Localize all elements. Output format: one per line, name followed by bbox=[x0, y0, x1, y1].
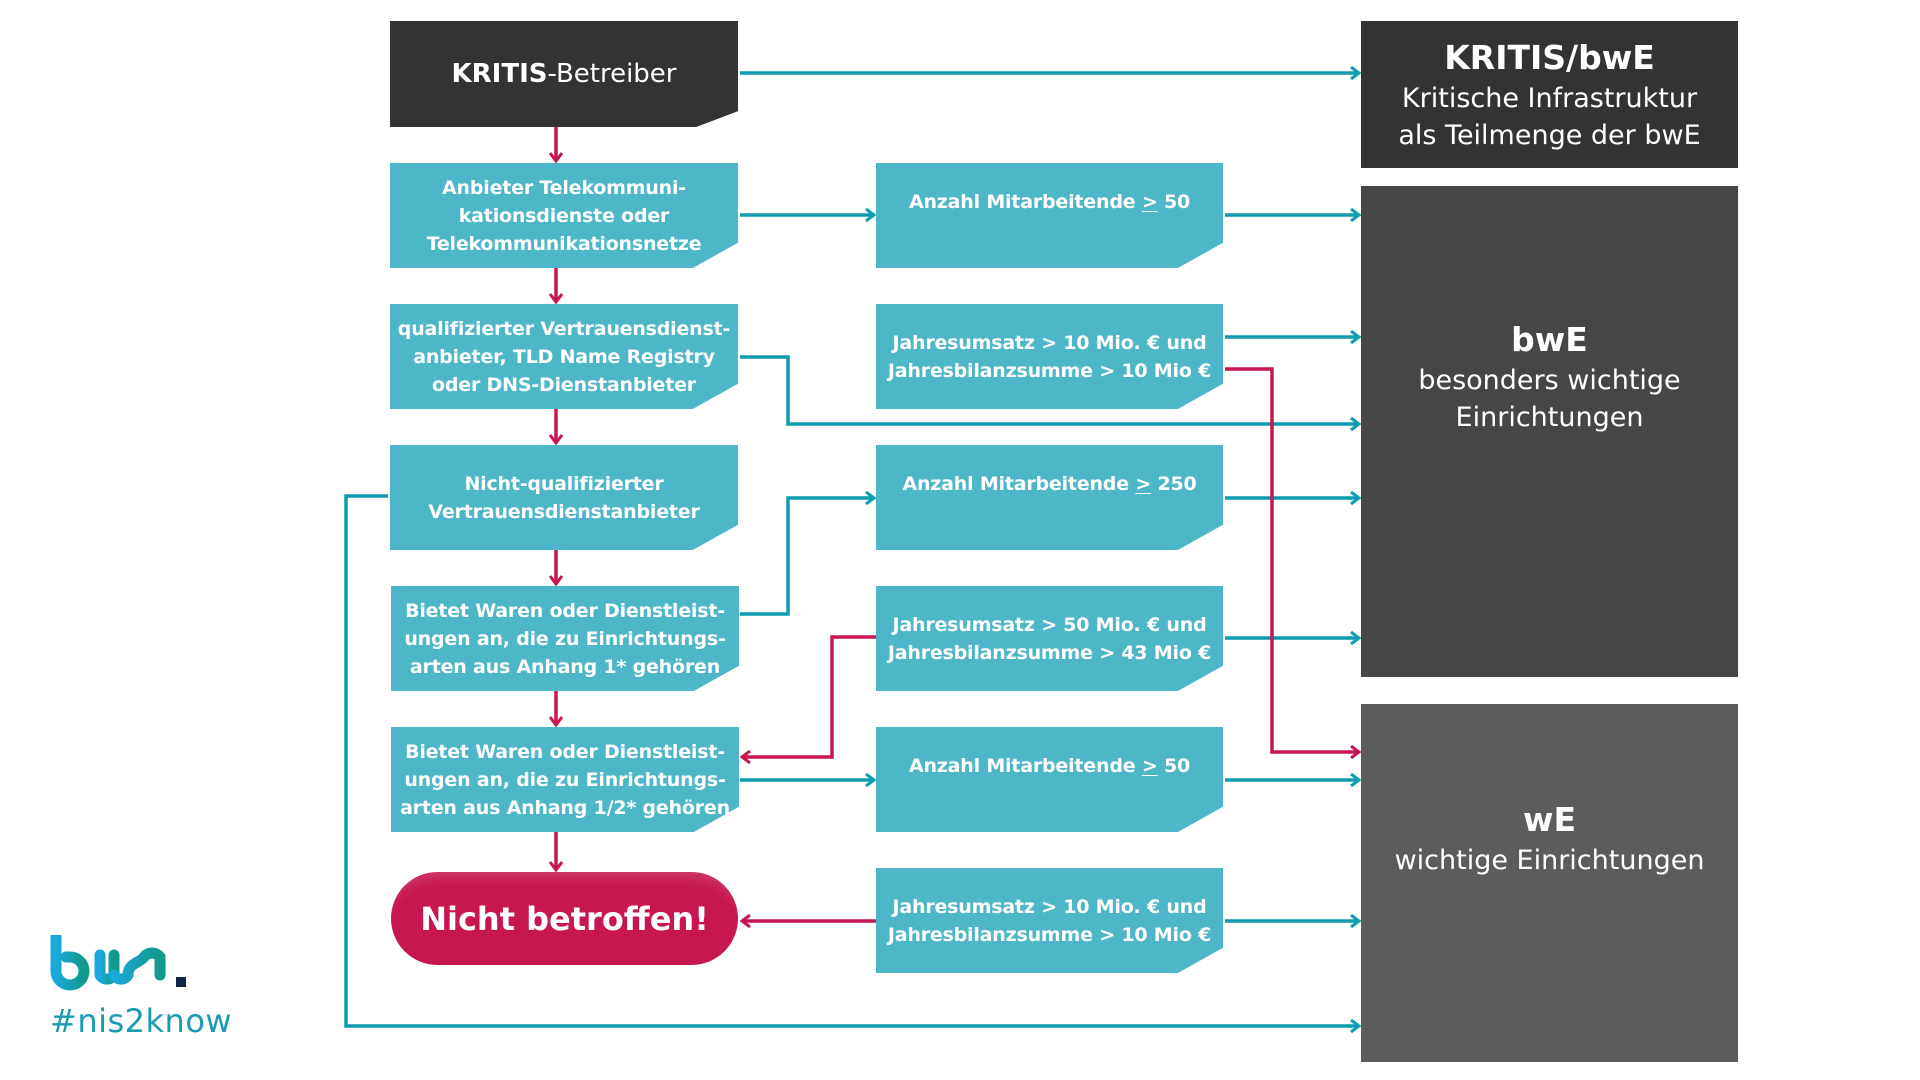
box-value: 250 bbox=[1151, 472, 1197, 495]
telecom-provider-box: Anbieter Telekommuni-kationsdienste oder… bbox=[390, 163, 738, 268]
box-line: arten aus Anhang 1* gehören bbox=[409, 655, 721, 678]
employees-50b-box: Anzahl Mitarbeitende > 50 bbox=[876, 727, 1223, 832]
box-line: Vertrauensdienstanbieter bbox=[428, 500, 700, 523]
qualified-trust-provider-box: qualifizierter Vertrauensdienst-anbieter… bbox=[390, 304, 738, 409]
box-line: anbieter, TLD Name Registry bbox=[413, 345, 715, 368]
employees-250-box: Anzahl Mitarbeitende > 250 bbox=[876, 445, 1223, 550]
gte-symbol: > bbox=[1141, 754, 1158, 777]
kritis-operator-rest: -Betreiber bbox=[547, 59, 677, 89]
box-line: ungen an, die zu Einrichtungs- bbox=[404, 768, 726, 791]
box-line: Jahresumsatz > 10 Mio. € und bbox=[892, 331, 1207, 354]
kritis-operator-bold: KRITIS bbox=[451, 59, 548, 89]
annex1-box: Bietet Waren oder Dienstleist-ungen an, … bbox=[391, 586, 739, 691]
box-line: Bietet Waren oder Dienstleist- bbox=[405, 599, 725, 622]
category-desc: wichtige Einrichtungen bbox=[1394, 844, 1705, 876]
bis-logo bbox=[50, 935, 186, 991]
category-title: wE bbox=[1522, 799, 1577, 839]
box-line: Jahresbilanzsumme > 10 Mio € bbox=[887, 359, 1212, 382]
box-line: Jahresumsatz > 10 Mio. € und bbox=[892, 895, 1207, 918]
category-desc: Kritische Infrastruktur bbox=[1401, 82, 1698, 114]
category-desc: besonders wichtige bbox=[1418, 364, 1681, 396]
box-value: 50 bbox=[1157, 190, 1191, 213]
employees-50-box: Anzahl Mitarbeitende > 50 bbox=[876, 163, 1223, 268]
box-line: Bietet Waren oder Dienstleist- bbox=[405, 740, 725, 763]
not-affected-label: Nicht betroffen! bbox=[420, 899, 709, 938]
box-line: Telekommunikationsnetze bbox=[426, 232, 702, 255]
box-line: Jahresumsatz > 50 Mio. € und bbox=[892, 613, 1207, 636]
box-line: Anzahl Mitarbeitende bbox=[908, 754, 1142, 777]
gte-symbol: > bbox=[1135, 472, 1152, 495]
we-category: wE wichtige Einrichtungen bbox=[1361, 704, 1738, 1062]
arrow-turnover10-to-we-pink bbox=[1225, 367, 1359, 752]
box-line: arten aus Anhang 1/2* gehören bbox=[400, 796, 730, 819]
box-line: Anbieter Telekommuni- bbox=[442, 176, 686, 199]
box-line: Anzahl Mitarbeitende bbox=[902, 472, 1136, 495]
box-line: Jahresbilanzsumme > 43 Mio € bbox=[887, 641, 1212, 664]
box-line: Jahresbilanzsumme > 10 Mio € bbox=[887, 923, 1212, 946]
box-line: Anzahl Mitarbeitende bbox=[908, 190, 1142, 213]
category-title: KRITIS/bwE bbox=[1444, 37, 1655, 77]
category-desc: als Teilmenge der bwE bbox=[1398, 119, 1701, 151]
category-desc: Einrichtungen bbox=[1455, 401, 1644, 433]
bwe-category: bwE besonders wichtige Einrichtungen bbox=[1361, 186, 1738, 677]
arrow-annex1-to-employees250 bbox=[740, 498, 874, 616]
box-value: 50 bbox=[1157, 754, 1191, 777]
annex12-box: Bietet Waren oder Dienstleist-ungen an, … bbox=[391, 727, 739, 832]
gte-symbol: > bbox=[1141, 190, 1158, 213]
not-affected-box: Nicht betroffen! bbox=[391, 872, 738, 965]
box-line: qualifizierter Vertrauensdienst- bbox=[397, 317, 731, 340]
kritis-operator-box: KRITIS-Betreiber bbox=[390, 21, 738, 127]
arrow-nonqualified-to-we bbox=[344, 494, 1359, 1026]
kritis-bwe-category: KRITIS/bwE Kritische Infrastruktur als T… bbox=[1361, 21, 1738, 168]
hashtag-nis2know: #nis2know bbox=[50, 1002, 233, 1040]
category-title: bwE bbox=[1511, 319, 1588, 359]
box-line: oder DNS-Dienstanbieter bbox=[432, 373, 696, 396]
box-line: kationsdienste oder bbox=[458, 204, 670, 227]
box-line: Nicht-qualifizierter bbox=[464, 472, 664, 495]
box-line: ungen an, die zu Einrichtungs- bbox=[404, 627, 726, 650]
arrow-qualified-to-bwe bbox=[740, 355, 1359, 424]
arrow-turnover50-to-annex12 bbox=[742, 635, 876, 757]
